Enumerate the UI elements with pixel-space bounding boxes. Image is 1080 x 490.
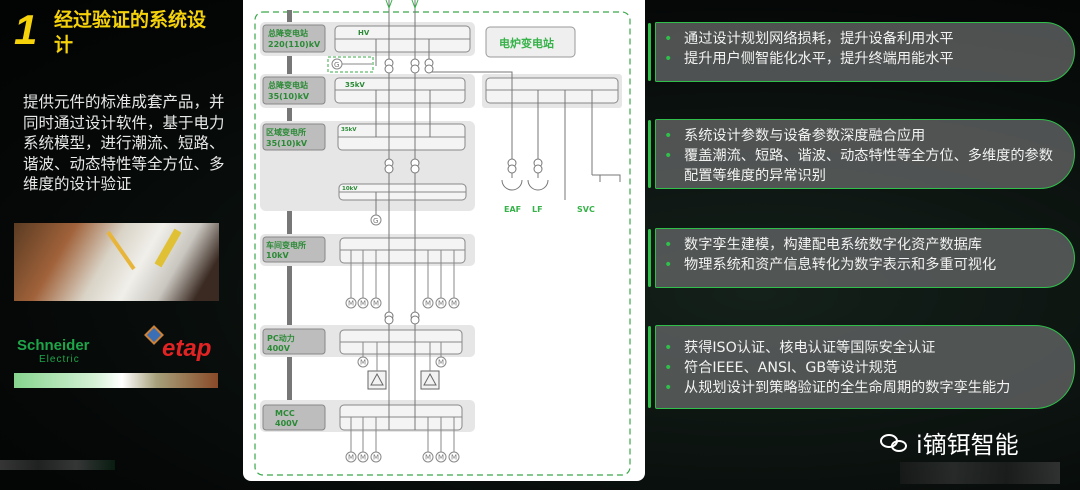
- section-title: 经过验证的系统设计: [54, 9, 207, 56]
- load-eaf: EAF: [504, 205, 521, 214]
- motor-label: M: [360, 359, 366, 367]
- etap-logo: etap: [162, 335, 212, 362]
- level-3-name: 区域变电所: [266, 127, 306, 137]
- motor-label: M: [438, 454, 444, 462]
- level-4-voltage: 10kV: [266, 251, 289, 260]
- motor-icon: [357, 356, 369, 368]
- motor-label: M: [425, 300, 431, 308]
- motor-icon: [357, 451, 369, 463]
- level-4-name: 车间变电所: [266, 240, 306, 250]
- watermark: i镝铒智能: [880, 425, 1019, 460]
- feature-item: 从规划设计到策略验证的全生命周期的数字孪生能力: [664, 378, 1064, 398]
- feature-item: 覆盖潮流、短路、谐波、动态特性等全方位、多维度的参数配置等维度的异常识别: [664, 146, 1064, 186]
- feature-item: 符合IEEE、ANSI、GB等设计规范: [664, 358, 1064, 378]
- feature-panel-2: 系统设计参数与设备参数深度融合应用 覆盖潮流、短路、谐波、动态特性等全方位、多维…: [648, 119, 1075, 189]
- single-line-diagram: 总降变电站 220(110)kV 总降变电站 35(10)kV 区域变电所 35…: [243, 0, 645, 481]
- motor-label: M: [451, 454, 457, 462]
- bus-hv: HV: [358, 29, 370, 37]
- bus-10kv: 10kV: [342, 186, 358, 192]
- level-5-name: PC动力: [267, 333, 295, 343]
- motor-icon: [448, 297, 460, 309]
- furnace-station-label: 电炉变电站: [499, 36, 554, 50]
- design-photo: [14, 223, 219, 301]
- feature-panel-3: 数字孪生建模，构建配电系统数字化资产数据库 物理系统和资产信息转化为数字表示和多…: [648, 228, 1075, 288]
- blurred-text: [900, 462, 1060, 484]
- feature-panel-1: 通过设计规划网络损耗，提升设备利用水平 提升用户侧智能化水平，提升终端用能水平: [648, 22, 1075, 82]
- blurred-text: [0, 460, 115, 470]
- level-6-voltage: 400V: [275, 419, 299, 428]
- generator-label-2: G: [373, 217, 378, 225]
- motor-icon: [422, 297, 434, 309]
- etap-logo-icon: [144, 325, 164, 345]
- level-3-voltage: 35(10)kV: [266, 139, 308, 148]
- level-1-voltage: 220(110)kV: [268, 40, 321, 49]
- motor-icon: [357, 297, 369, 309]
- load-lf: LF: [532, 205, 543, 214]
- motor-label: M: [373, 454, 379, 462]
- feature-item: 提升用户侧智能化水平，提升终端用能水平: [664, 49, 1064, 69]
- motor-label: M: [348, 454, 354, 462]
- level-2-name: 总降变电站: [268, 80, 308, 90]
- bus-35kv: 35kV: [345, 81, 365, 89]
- wechat-icon: [880, 432, 910, 454]
- feature-panel-4: 获得ISO认证、核电认证等国际安全认证 符合IEEE、ANSI、GB等设计规范 …: [648, 325, 1075, 409]
- motor-icon: [422, 451, 434, 463]
- feature-item: 获得ISO认证、核电认证等国际安全认证: [664, 338, 1064, 358]
- motor-icon: [435, 297, 447, 309]
- bus-35kv-regional: 35kV: [341, 127, 357, 133]
- motor-icon: [370, 297, 382, 309]
- motor-label: M: [438, 300, 444, 308]
- motor-label: M: [451, 300, 457, 308]
- level-5-voltage: 400V: [267, 344, 291, 353]
- motor-label: M: [425, 454, 431, 462]
- motor-label: M: [438, 359, 444, 367]
- motor-label: M: [360, 454, 366, 462]
- motor-label: M: [360, 300, 366, 308]
- motor-label: M: [373, 300, 379, 308]
- level-1-name: 总降变电站: [268, 28, 308, 38]
- level-2-voltage: 35(10)kV: [268, 92, 310, 101]
- generator-label-1: G: [334, 61, 339, 69]
- motor-icon: [370, 451, 382, 463]
- load-svc: SVC: [577, 205, 595, 214]
- feature-item: 数字孪生建模，构建配电系统数字化资产数据库: [664, 235, 1064, 255]
- motor-icon: [345, 297, 357, 309]
- feature-item: 系统设计参数与设备参数深度融合应用: [664, 126, 1064, 146]
- motor-icon: [435, 451, 447, 463]
- motor-icon: [448, 451, 460, 463]
- motor-icon: [345, 451, 357, 463]
- feature-item: 物理系统和资产信息转化为数字表示和多重可视化: [664, 255, 1064, 275]
- motor-icon: [435, 356, 447, 368]
- watermark-text: i镝铒智能: [916, 431, 1019, 459]
- section-number: 1: [14, 6, 38, 53]
- gradient-bar: [14, 373, 218, 388]
- feature-item: 通过设计规划网络损耗，提升设备利用水平: [664, 29, 1064, 49]
- motor-label: M: [348, 300, 354, 308]
- level-6-name: MCC: [275, 409, 295, 418]
- section-description: 提供元件的标准成套产品，并同时通过设计软件，基于电力系统模型，进行潮流、短路、谐…: [23, 93, 225, 193]
